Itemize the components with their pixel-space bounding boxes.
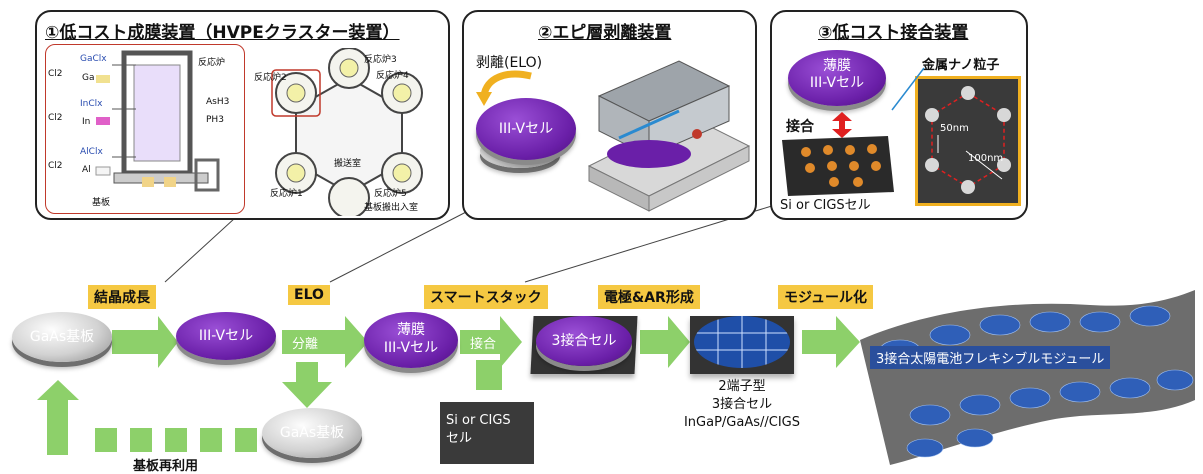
si-cigs-cell: Si or CIGS セル bbox=[440, 402, 534, 464]
gaas-substrate-label: GaAs基板 bbox=[29, 329, 95, 345]
hvpe-ash3-label: AsH3 bbox=[206, 97, 230, 107]
gaas-reuse-label: GaAs基板 bbox=[279, 425, 345, 441]
bonding-film-label-1: 薄膜 bbox=[823, 58, 851, 74]
module-label: 3接合太陽電池フレキシブルモジュール bbox=[876, 352, 1105, 367]
thin-iiiv-disk: 薄膜 III-Vセル bbox=[364, 312, 458, 368]
cluster-transfer-label: 搬送室 bbox=[334, 159, 362, 169]
hvpe-ph3-label: PH3 bbox=[206, 115, 224, 125]
panel-bonding-title: ③低コスト接合装置 bbox=[818, 23, 969, 43]
hvpe-source-ga-metal: Ga bbox=[82, 73, 95, 83]
cluster-diagram bbox=[271, 47, 423, 219]
gaas-reuse-disk: GaAs基板 bbox=[262, 408, 362, 458]
hvpe-schematic: 反応炉 GaClx Cl2 Ga InClx Cl2 In AlClx Cl2 … bbox=[45, 44, 245, 214]
hvpe-source-in-gas: InClx bbox=[80, 99, 103, 109]
elo-arrow-icon bbox=[476, 70, 532, 106]
bonding-base-label: Si or CIGSセル bbox=[780, 198, 871, 213]
triple-cell-disk: 3接合セル bbox=[536, 316, 632, 366]
nano-hexagon bbox=[925, 86, 1011, 194]
panel-elo: ②エピ層剥離装置 剥離(ELO) III-Vセル bbox=[462, 10, 757, 220]
iiiv-cell-disk: III-Vセル bbox=[176, 312, 276, 360]
bonding-label: 接合 bbox=[786, 119, 814, 135]
hvpe-source-in-metal: In bbox=[82, 117, 91, 127]
hvpe-source-al-carrier: Cl2 bbox=[48, 161, 63, 171]
cluster-reactor-3: 反応炉3 bbox=[364, 55, 397, 65]
tag-elo: ELO bbox=[288, 285, 330, 305]
elo-disk-label: III-Vセル bbox=[498, 121, 554, 137]
separation-label: 分離 bbox=[292, 337, 319, 352]
nano-micrograph: 50nm 100nm bbox=[915, 76, 1021, 206]
thin-iiiv-label-1: 薄膜 bbox=[397, 322, 425, 338]
gaas-substrate-disk: GaAs基板 bbox=[12, 312, 112, 362]
bonding-cell-illustration bbox=[782, 136, 894, 196]
tag-smart-stack: スマートスタック bbox=[424, 285, 548, 309]
si-cigs-label-2: セル bbox=[446, 431, 473, 446]
hvpe-substrate-label: 基板 bbox=[92, 198, 111, 208]
two-terminal-line-2: 3接合セル bbox=[711, 397, 773, 412]
two-terminal-description: 2端子型 3接合セル InGaP/GaAs//CIGS bbox=[662, 378, 822, 432]
hvpe-source-in-carrier: Cl2 bbox=[48, 113, 63, 123]
hvpe-source-ga-gas: GaClx bbox=[80, 54, 107, 64]
module-label-box: 3接合太陽電池フレキシブルモジュール bbox=[870, 346, 1111, 369]
nano-pointer-line bbox=[891, 67, 925, 111]
tag-crystal-growth: 結晶成長 bbox=[88, 285, 156, 309]
cluster-reactor-4: 反応炉4 bbox=[376, 71, 409, 81]
cluster-reactor-1: 反応炉1 bbox=[270, 189, 303, 199]
panel-elo-title: ②エピ層剥離装置 bbox=[538, 23, 672, 43]
nano-scale-50: 50nm bbox=[940, 123, 969, 134]
triple-cell-label: 3接合セル bbox=[551, 333, 617, 349]
bond-flow-label: 接合 bbox=[470, 337, 497, 352]
two-terminal-cell-disk bbox=[694, 316, 790, 368]
elo-iiiv-film: III-Vセル bbox=[476, 98, 576, 160]
hvpe-source-al-metal: Al bbox=[82, 165, 91, 175]
two-terminal-line-3: InGaP/GaAs//CIGS bbox=[683, 415, 801, 430]
nano-scale-100: 100nm bbox=[968, 153, 1004, 164]
hvpe-source-ga-carrier: Cl2 bbox=[48, 69, 63, 79]
cluster-reactor-5: 反応炉5 bbox=[374, 189, 407, 199]
bonding-film-disk: 薄膜 III-Vセル bbox=[788, 50, 886, 106]
thin-iiiv-label-2: III-Vセル bbox=[383, 340, 439, 356]
tag-modularization: モジュール化 bbox=[778, 285, 874, 309]
panel-hvpe-title: ①低コスト成膜装置（HVPEクラスター装置） bbox=[45, 23, 400, 43]
hvpe-diagram bbox=[95, 50, 220, 192]
elo-machine-illustration bbox=[587, 60, 751, 212]
elo-label: 剥離(ELO) bbox=[476, 55, 543, 71]
reuse-label: 基板再利用 bbox=[133, 459, 199, 474]
two-terminal-line-1: 2端子型 bbox=[718, 379, 766, 394]
tag-electrode-ar: 電極&AR形成 bbox=[598, 285, 700, 309]
finger-grid bbox=[694, 316, 790, 368]
hvpe-reactor-label: 反応炉 bbox=[198, 58, 226, 68]
iiiv-cell-label: III-Vセル bbox=[198, 328, 254, 344]
cluster-loadlock-label: 基板搬出入室 bbox=[364, 203, 419, 213]
cluster-schematic: 反応炉2 反応炉3 反応炉4 反応炉1 反応炉5 搬送室 基板搬出入室 bbox=[252, 47, 447, 219]
panel-bonding: ③低コスト接合装置 薄膜 III-Vセル 接合 Si or CIGSセル 金属ナ… bbox=[770, 10, 1028, 220]
bonding-arrow-icon bbox=[832, 112, 852, 138]
hvpe-source-al-gas: AlClx bbox=[80, 147, 103, 157]
bonding-film-label-2: III-Vセル bbox=[809, 75, 865, 91]
panel-hvpe: ①低コスト成膜装置（HVPEクラスター装置） 反応炉 GaClx Cl2 Ga … bbox=[35, 10, 450, 220]
si-cigs-label-1: Si or CIGS bbox=[446, 413, 511, 428]
cluster-reactor-2: 反応炉2 bbox=[254, 73, 287, 83]
nano-particle-label: 金属ナノ粒子 bbox=[922, 58, 1000, 73]
flexible-module bbox=[860, 290, 1195, 465]
